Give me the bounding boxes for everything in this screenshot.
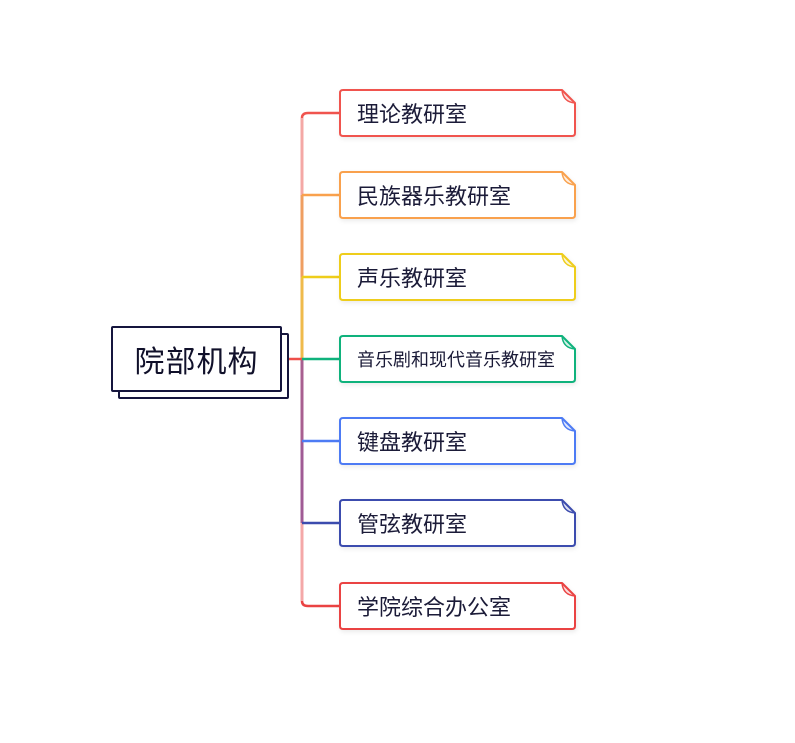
topic-node-5[interactable]: 键盘教研室 <box>340 418 575 464</box>
topic-node-label: 学院综合办公室 <box>357 595 512 620</box>
root-node[interactable]: 院部机构 <box>111 326 282 392</box>
topic-node-label: 民族器乐教研室 <box>357 184 512 209</box>
topic-node-label: 声乐教研室 <box>357 266 468 291</box>
root-node-label: 院部机构 <box>134 346 259 379</box>
topic-node-3[interactable]: 声乐教研室 <box>340 254 575 300</box>
topic-node-label: 管弦教研室 <box>357 512 468 537</box>
topic-node-label: 理论教研室 <box>357 102 468 127</box>
topic-node-7[interactable]: 学院综合办公室 <box>340 583 575 629</box>
topic-node-1[interactable]: 理论教研室 <box>340 90 575 136</box>
topic-node-6[interactable]: 管弦教研室 <box>340 500 575 546</box>
topic-node-2[interactable]: 民族器乐教研室 <box>340 172 575 218</box>
topic-node-4[interactable]: 音乐剧和现代音乐教研室 <box>340 336 575 382</box>
topic-node-label: 音乐剧和现代音乐教研室 <box>357 350 555 370</box>
topic-node-label: 键盘教研室 <box>357 430 468 455</box>
